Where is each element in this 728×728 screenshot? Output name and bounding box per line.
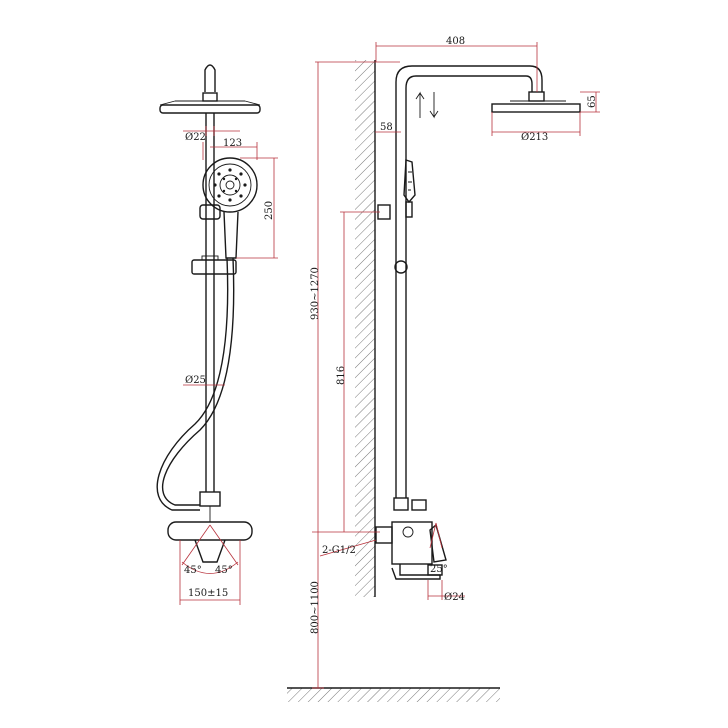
floor-hatch bbox=[287, 688, 500, 702]
head-diameter-label: Ø213 bbox=[521, 132, 548, 143]
side-dimensions: 408 65 Ø213 58 930~1270 816 800~1100 2-G… bbox=[310, 36, 600, 689]
total-height-label: 930~1270 bbox=[310, 267, 321, 320]
spray-nozzles bbox=[213, 168, 247, 202]
arm-length-label: 408 bbox=[446, 36, 465, 47]
wall-hatch bbox=[355, 60, 375, 597]
wall-offset-label: 58 bbox=[380, 122, 393, 133]
front-view bbox=[156, 64, 261, 574]
angle-left-label: 45° bbox=[184, 565, 202, 576]
pipe-diameter-label: Ø22 bbox=[185, 132, 206, 143]
angle-right-label: 45° bbox=[215, 565, 233, 576]
holder-height-label: 816 bbox=[336, 366, 347, 385]
spout-diameter-label: Ø24 bbox=[444, 592, 465, 603]
floor-height-label: 800~1100 bbox=[310, 581, 321, 634]
handshower-height-label: 250 bbox=[264, 201, 275, 220]
handshower-width-label: 123 bbox=[223, 138, 242, 149]
flow-direction-arrows bbox=[415, 91, 439, 119]
spout-angle-label: 25° bbox=[430, 564, 448, 575]
inlet-thread-label: 2-G1/2 bbox=[322, 545, 356, 556]
front-dimensions: Ø22 123 250 Ø25 45° 45° 150±15 bbox=[179, 126, 278, 605]
rail-diameter-label: Ø25 bbox=[185, 375, 206, 386]
side-view bbox=[287, 60, 581, 702]
head-height-label: 65 bbox=[587, 95, 598, 108]
center-spacing-label: 150±15 bbox=[188, 588, 228, 599]
